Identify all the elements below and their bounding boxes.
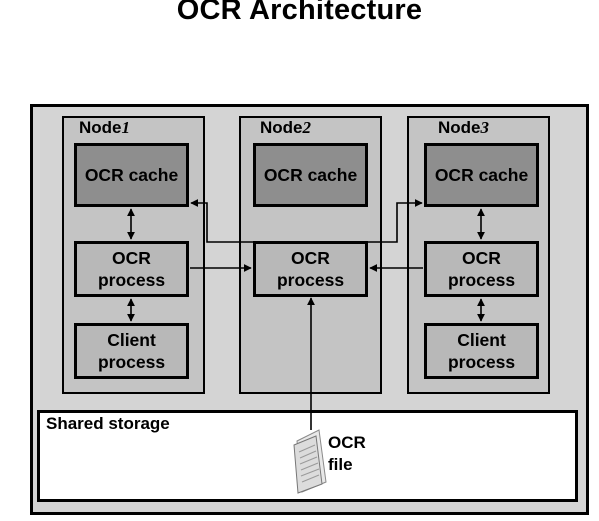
node-1-ocr-process: OCR process: [74, 241, 189, 297]
node-1-ocr-cache: OCR cache: [74, 143, 189, 207]
ocr-file-icon: [293, 429, 327, 494]
node-3-ocr-cache: OCR cache: [424, 143, 539, 207]
node-2-to-node-3-cache-arrow: [368, 199, 423, 243]
node-1-client-process: Client process: [74, 323, 189, 379]
node-2-ocr-cache: OCR cache: [253, 143, 368, 207]
shared-storage-label: Shared storage: [46, 414, 170, 433]
node-3-ocr-process: OCR process: [424, 241, 539, 297]
node-1-label: Node1: [79, 118, 130, 137]
node-2-to-node-1-cache-arrow: [190, 199, 253, 243]
node-2-label: Node2: [260, 118, 311, 137]
diagram-title: OCR Architecture: [176, 0, 423, 26]
node-3-label: Node3: [438, 118, 489, 137]
node-2-ocr-process: OCR process: [253, 241, 368, 297]
ocr-file-label: OCR file: [328, 433, 366, 474]
node-3-client-process: Client process: [424, 323, 539, 379]
